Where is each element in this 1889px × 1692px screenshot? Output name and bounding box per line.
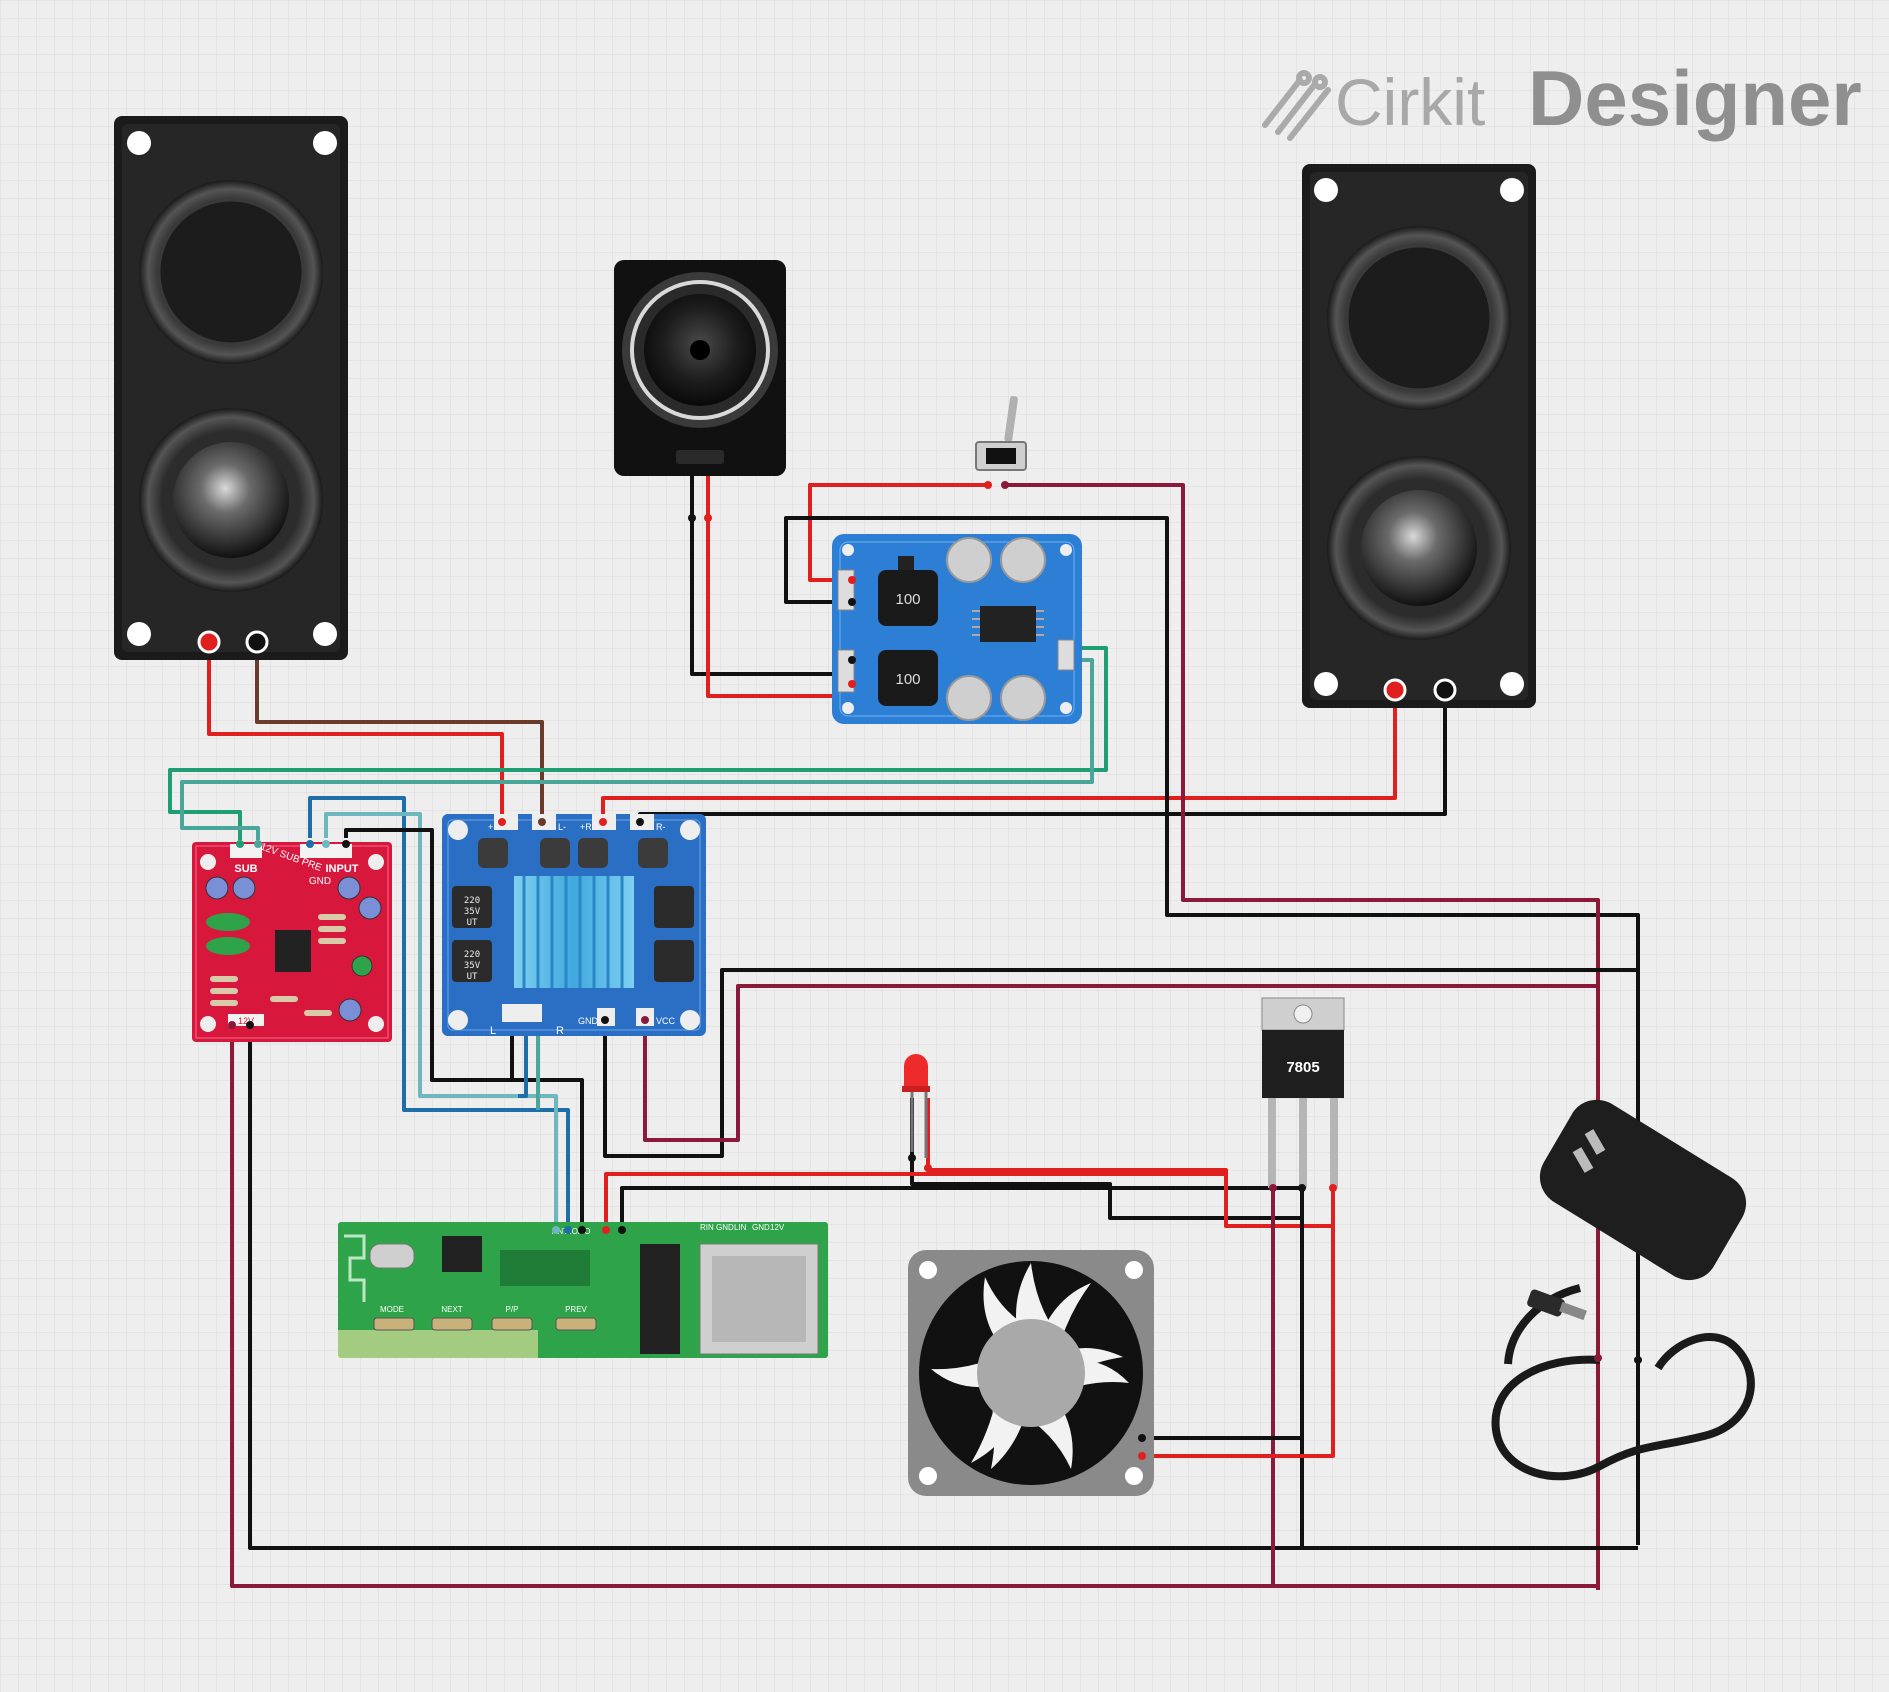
subwoofer-preamp-board[interactable]: SUB INPUT GND 12V SUB PRE 12V	[192, 840, 392, 1042]
bt-roa-label: ROA	[566, 1227, 584, 1236]
cap-label: UT	[467, 918, 478, 928]
cap-label: 220	[464, 950, 480, 960]
left-speaker-neg-terminal[interactable]	[245, 630, 269, 654]
power-adapter-icon	[1539, 1099, 1747, 1281]
amp-out-label: R-	[656, 822, 666, 832]
bt-lin-label: LIN	[734, 1223, 747, 1232]
stereo-amplifier-board[interactable]: + L- +R R- 220 35V UT 220 35V UT	[442, 814, 706, 1037]
cirkit-logo: Cirkit Designer	[1262, 54, 1862, 142]
amp-input-l-label: L	[490, 1025, 496, 1037]
wire-fan-pos[interactable]	[1142, 1188, 1335, 1458]
cap-label: 220	[464, 896, 480, 906]
voltage-regulator-icon	[1262, 1030, 1344, 1098]
led-icon	[904, 1054, 928, 1088]
bt-gnd-label: GND	[716, 1223, 734, 1232]
left-speaker-pos-terminal[interactable]	[197, 630, 221, 654]
bt-12v-label: 12V	[770, 1223, 785, 1232]
bt-ant-label: ANT	[552, 1227, 568, 1236]
wire-right-speaker-pos[interactable]	[601, 690, 1397, 822]
wire-left-speaker-pos[interactable]	[207, 642, 504, 822]
wire-mono-amp-input-1[interactable]	[168, 646, 1108, 840]
voltage-regulator[interactable]: 7805	[1261, 997, 1345, 1192]
toggle-switch-icon	[1004, 396, 1018, 442]
amp-out-label: +R	[580, 822, 592, 832]
bt-prev-label: PREV	[565, 1305, 587, 1314]
designer-logo-text: Designer	[1528, 54, 1862, 142]
bt-pp-label: P/P	[506, 1305, 519, 1314]
right-speaker-pos-terminal[interactable]	[1383, 678, 1407, 702]
wire-switch-to-mono-amp[interactable]	[808, 483, 988, 582]
amp-input-r-label: R	[556, 1025, 564, 1037]
inductor-label: 100	[895, 591, 920, 608]
bluetooth-mp3-module[interactable]: MODE NEXT P/P PREV RIN GND LIN GND 12V A…	[338, 1222, 828, 1358]
wire-preamp-gnd-power[interactable]	[248, 1025, 1638, 1550]
amp-out-label: +	[488, 822, 493, 832]
heatsink	[514, 876, 634, 988]
cap-label: UT	[467, 972, 478, 982]
bt-io-label: IO	[582, 1227, 590, 1236]
mono-speaker[interactable]	[614, 260, 786, 522]
cap-label: 35V	[464, 961, 481, 971]
bt-next-label: NEXT	[441, 1305, 462, 1314]
mono-amplifier-board[interactable]: 100 100	[832, 534, 1082, 724]
toggle-switch[interactable]	[975, 396, 1027, 489]
wire-reg-to-bt-gnd[interactable]	[620, 1186, 1300, 1230]
cooling-fan[interactable]	[908, 1250, 1154, 1496]
wire-preamp-input-1[interactable]	[308, 796, 570, 1230]
power-adapter[interactable]	[1491, 1099, 1755, 1481]
wire-preamp-input-2[interactable]	[324, 812, 558, 1230]
wire-mono-amp-gnd[interactable]	[784, 516, 1640, 1545]
regulator-label: 7805	[1286, 1059, 1319, 1076]
bt-gnd2-label: GND	[752, 1223, 770, 1232]
cirkit-logo-text: Cirkit	[1335, 65, 1485, 139]
wire-amp-vcc[interactable]	[643, 984, 1598, 1142]
left-speaker[interactable]	[114, 116, 348, 660]
wire-preamp-12v[interactable]	[230, 1025, 1598, 1588]
amp-vcc-label: VCC	[656, 1016, 676, 1026]
wire-preamp-gnd[interactable]	[344, 828, 584, 1230]
preamp-12v-label: 12V	[238, 1016, 254, 1026]
amp-gnd-label: GND	[578, 1016, 599, 1026]
cap-label: 35V	[464, 907, 481, 917]
cirkit-logo-icon	[1262, 70, 1331, 141]
wire-amp-input-l[interactable]	[438, 1020, 514, 1082]
wire-mono-amp-input-2[interactable]	[180, 658, 1094, 840]
bt-rin-label: RIN	[700, 1223, 714, 1232]
bt-mode-label: MODE	[380, 1305, 404, 1314]
right-speaker[interactable]	[1302, 164, 1536, 708]
preamp-input-label: INPUT	[326, 863, 359, 875]
preamp-sub-label: SUB	[234, 863, 257, 875]
led[interactable]	[902, 1054, 932, 1172]
right-speaker-neg-terminal[interactable]	[1433, 678, 1457, 702]
amp-out-label: L-	[558, 822, 566, 832]
wire-amp-input-l2[interactable]	[518, 1020, 528, 1098]
preamp-gnd-label: GND	[309, 876, 331, 887]
wire-amp-gnd[interactable]	[603, 968, 1638, 1158]
inductor-label: 100	[895, 671, 920, 688]
